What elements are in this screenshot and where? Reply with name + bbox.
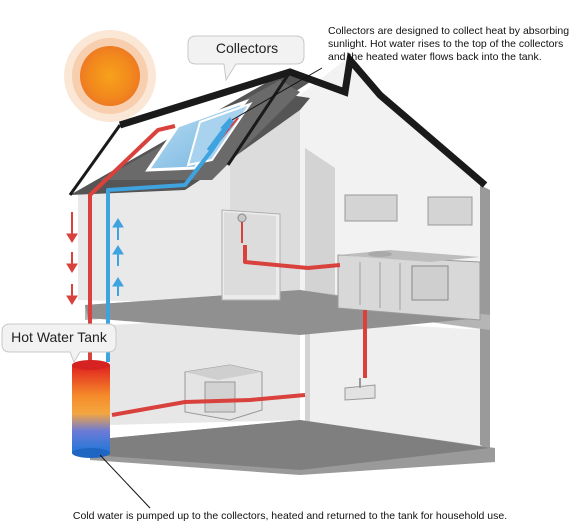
bathroom-sink (344, 378, 376, 401)
leader-lines (99, 67, 323, 509)
collectors-callout (187, 35, 305, 82)
sun-icon (64, 30, 156, 122)
collectors-label: Collectors (215, 40, 279, 56)
hot-water-tank (72, 360, 110, 458)
up-arrow-icon (112, 116, 231, 296)
hot-water-tank-label: Hot Water Tank (11, 329, 107, 345)
system-description: Cold water is pumped up to the collector… (72, 510, 508, 522)
kitchen (337, 194, 481, 321)
hot-water-pipe (88, 124, 367, 417)
shower (221, 209, 281, 301)
down-arrow-icon (66, 212, 78, 305)
cold-water-pipe (106, 118, 234, 362)
tank-callout (1, 323, 117, 364)
floors (85, 290, 495, 475)
collectors-description: Collectors are designed to collect heat … (328, 25, 570, 63)
washing-machine (184, 364, 263, 421)
